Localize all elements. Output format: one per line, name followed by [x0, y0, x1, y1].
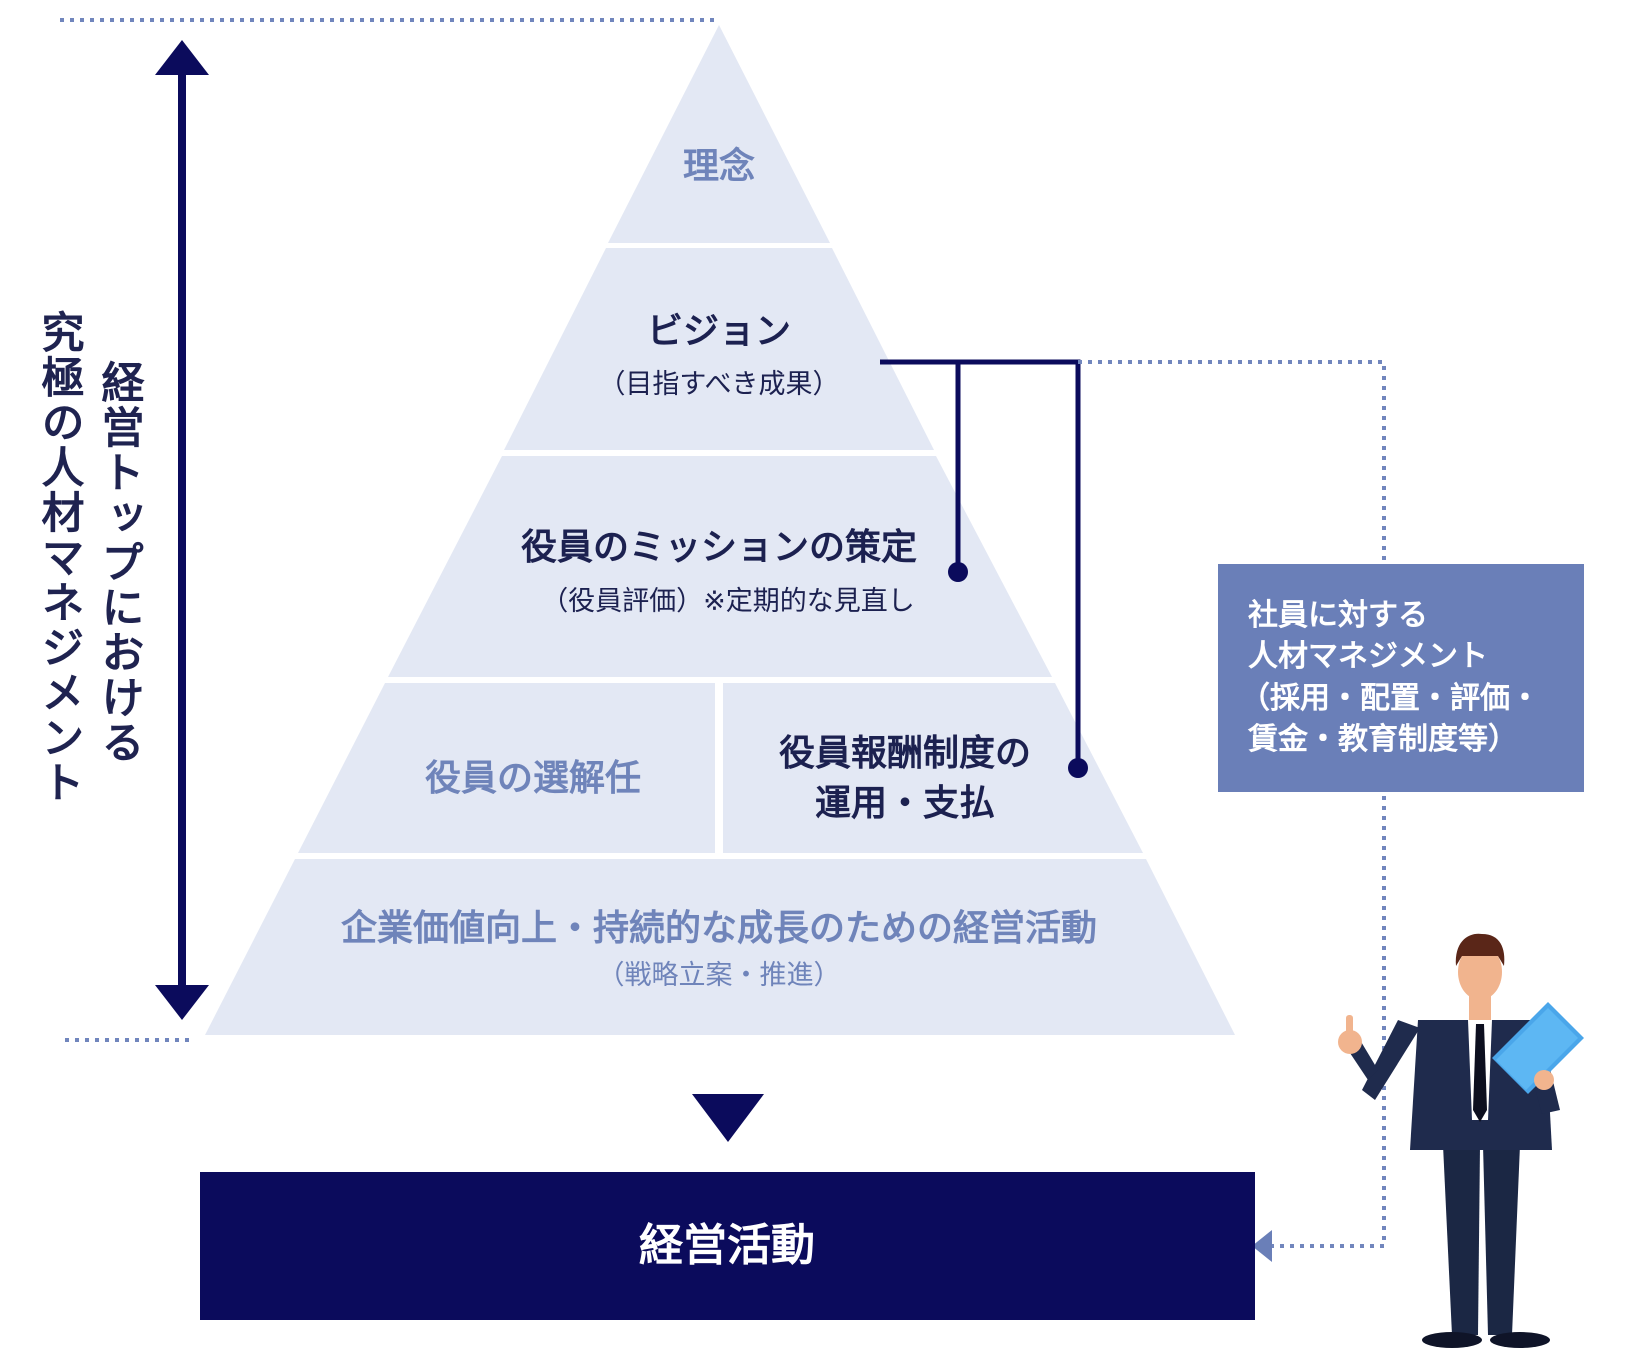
- dotted-connector: [1078, 360, 1386, 1262]
- level3-sub: （役員評価）※定期的な見直し: [541, 586, 915, 617]
- pyramid-level-4-left: [298, 683, 715, 853]
- level1-label: 理念: [683, 145, 755, 187]
- pyramid-level-4-right: [723, 683, 1143, 853]
- left-label-outer: 究極の人材マネジメント: [34, 310, 84, 805]
- down-arrow-icon: [692, 1094, 764, 1142]
- dotted-arrowhead-icon: [1252, 1230, 1272, 1262]
- level4-left-label: 役員の選解任: [425, 758, 641, 799]
- level2-title: ビジョン: [647, 311, 791, 352]
- left-label-inner: 経営トップにおける: [94, 360, 144, 765]
- bottom-box: [200, 1172, 1255, 1320]
- side-box-line4: 賃金・教育制度等）: [1247, 722, 1518, 757]
- bottom-box-label: 経営活動: [639, 1220, 815, 1271]
- businessman-icon: [1338, 933, 1584, 1348]
- level5-sub: （戦略立案・推進）: [598, 960, 841, 991]
- side-box-line3: （採用・配置・評価・: [1240, 681, 1540, 716]
- side-box: [1218, 564, 1584, 792]
- level4-right-line1: 役員報酬制度の: [779, 733, 1031, 774]
- connector-dot-compensation: [1068, 758, 1088, 778]
- pyramid-level-5: [205, 859, 1235, 1035]
- side-box-line2: 人材マネジメント: [1248, 639, 1488, 674]
- pyramid-level-1: [608, 25, 830, 243]
- pyramid-level-3: [388, 456, 1052, 677]
- side-box-line1: 社員に対する: [1248, 598, 1428, 633]
- level5-title: 企業価値向上・持続的な成長のための経営活動: [341, 907, 1097, 949]
- connector-dot-mission: [948, 562, 968, 582]
- level3-title: 役員のミッションの策定: [521, 527, 917, 568]
- level4-right-line2: 運用・支払: [815, 783, 995, 824]
- level2-sub: （目指すべき成果）: [598, 369, 839, 400]
- pyramid-level-2: [504, 248, 934, 450]
- double-arrow-icon: [155, 40, 209, 1020]
